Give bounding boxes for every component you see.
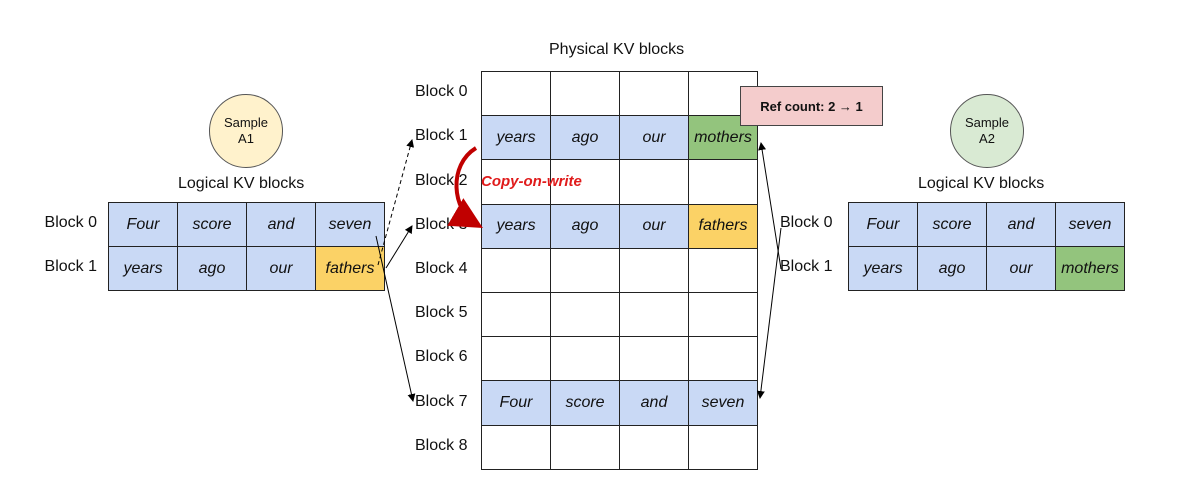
sample-a2-block-cell: score	[917, 202, 987, 247]
sample-a1-label-line2: A1	[238, 131, 254, 146]
sample-a1-label-line1: Sample	[223, 115, 269, 130]
copy-on-write-label: Copy-on-write	[481, 173, 582, 190]
sample-a2-block-cell: years	[848, 246, 918, 291]
physical-block-cell	[688, 292, 758, 338]
physical-block-cell	[550, 159, 620, 205]
physical-block-label: Block 6	[415, 348, 468, 366]
physical-block-cell: fathers	[688, 203, 758, 249]
physical-block-label: Block 8	[415, 436, 468, 454]
sample-a1-block-cell: seven	[315, 202, 385, 247]
physical-block-label: Block 7	[415, 392, 468, 410]
physical-block-cell	[550, 292, 620, 338]
arrow-a1-block0-to-block7	[375, 235, 416, 402]
sample-a2-label-line1: Sample	[964, 115, 1010, 130]
physical-block-cell: score	[550, 380, 620, 426]
sample-a2-block-label: Block 0	[780, 214, 833, 231]
physical-block-cell	[550, 247, 620, 293]
physical-block-cell: Four	[481, 380, 551, 426]
physical-block-cell	[688, 424, 758, 470]
sample-a1-block-label: Block 1	[44, 258, 97, 275]
physical-block-cell: seven	[688, 380, 758, 426]
sample-a1-block-cell: score	[177, 202, 247, 247]
physical-block-cell	[688, 247, 758, 293]
sample-a1-logical-title: Logical KV blocks	[178, 175, 305, 192]
arrow-a1-block1-to-block3	[385, 225, 413, 269]
physical-kv-title: Physical KV blocks	[549, 41, 685, 58]
physical-block-cell: and	[619, 380, 689, 426]
sample-a2-block-cell: mothers	[1055, 246, 1125, 291]
sample-a2-logical-title: Logical KV blocks	[918, 175, 1045, 192]
physical-block-cell	[481, 159, 551, 205]
sample-a1-block-cell: ago	[177, 246, 247, 291]
physical-block-cell	[481, 292, 551, 338]
physical-block-cell: ago	[550, 115, 620, 161]
arrow-a1-block1-to-block1-dashed	[377, 139, 415, 266]
physical-block-cell: our	[619, 203, 689, 249]
arrow-a2-block1-to-block1	[758, 142, 782, 270]
ref-count-box: Ref count: 2 → 1	[740, 86, 883, 126]
physical-block-cell	[688, 159, 758, 205]
physical-block-label: Block 0	[415, 83, 468, 101]
sample-a1-block-cell: fathers	[315, 246, 385, 291]
physical-block-label: Block 5	[415, 304, 468, 322]
sample-a1-block-label: Block 0	[44, 214, 97, 231]
physical-block-label: Block 4	[415, 259, 468, 277]
copy-on-write-arrow	[447, 146, 483, 229]
physical-block-label: Block 2	[415, 171, 468, 189]
sample-a2-block-cell: ago	[917, 246, 987, 291]
physical-block-cell	[481, 424, 551, 470]
arrow-a2-block0-to-block7	[756, 227, 782, 399]
sample-a1-block-cell: our	[246, 246, 316, 291]
sample-a2-block-cell: and	[986, 202, 1056, 247]
sample-a2-block-label: Block 1	[780, 258, 833, 275]
physical-block-cell: ago	[550, 203, 620, 249]
sample-a2-label-line2: A2	[979, 131, 995, 146]
sample-a2-block-cell: seven	[1055, 202, 1125, 247]
physical-block-label: Block 1	[415, 127, 468, 145]
sample-a1-block-cell: years	[108, 246, 178, 291]
